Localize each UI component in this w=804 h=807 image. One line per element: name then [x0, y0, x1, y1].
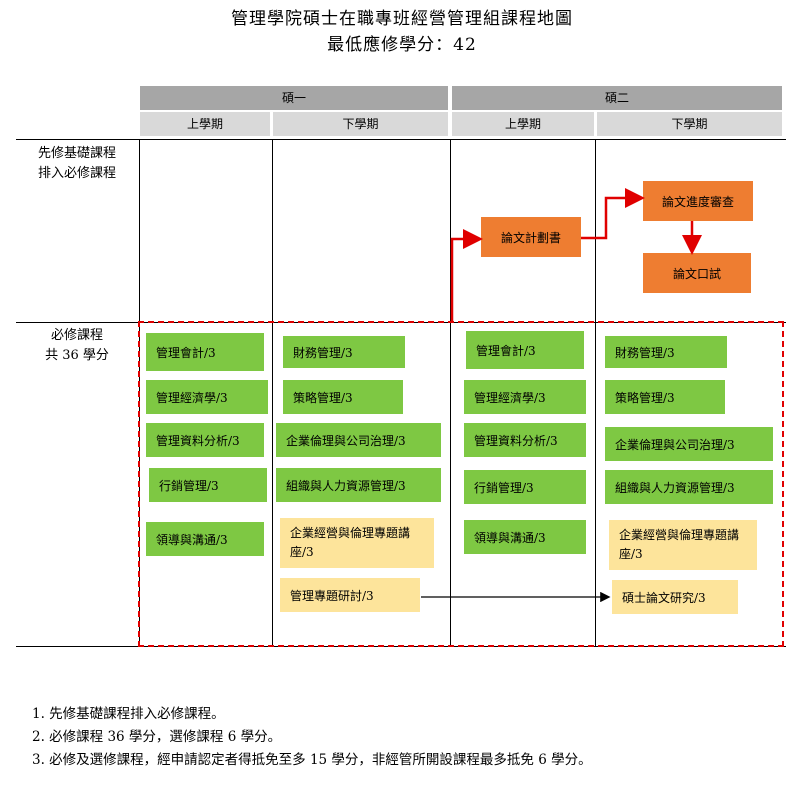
semester-header-y2s2: 下學期 [597, 112, 782, 136]
grid-col-line-4 [595, 139, 596, 647]
course-y1s2-seminar: 管理專題研討/3 [280, 578, 420, 612]
grid-col-line-2 [272, 139, 273, 647]
course-y2s2-ethics-lecture: 企業經營與倫理專題講座/3 [609, 520, 757, 570]
course-y1s2-ethics-lecture: 企業經營與倫理專題講座/3 [280, 518, 434, 568]
course-y1s1-mgmt-economics: 管理經濟學/3 [146, 380, 268, 414]
course-y2s2-ethics-governance: 企業倫理與公司治理/3 [605, 427, 773, 461]
note-item-3: 3. 必修及選修課程，經申請認定者得抵免至多 15 學分，非經管所開設課程最多抵… [32, 752, 592, 768]
thesis-progress-box: 論文進度審查 [643, 181, 753, 221]
course-y1s1-mgmt-accounting: 管理會計/3 [146, 333, 264, 371]
row-label-prereq: 先修基礎課程 排入必修課程 [16, 144, 138, 184]
course-y2s1-data-analysis: 管理資料分析/3 [464, 423, 586, 457]
course-y1s2-ethics-governance: 企業倫理與公司治理/3 [276, 423, 441, 457]
course-y2s2-thesis-research: 碩士論文研究/3 [612, 580, 738, 614]
arrow-to-thesis-progress [581, 188, 645, 240]
thesis-oral-box: 論文口試 [643, 253, 751, 293]
course-y1s1-marketing: 行銷管理/3 [149, 468, 267, 502]
semester-header-y2s1: 上學期 [452, 112, 594, 136]
note-item-1: 1. 先修基礎課程排入必修課程。 [32, 706, 225, 722]
page-subtitle: 最低應修學分：42 [327, 35, 477, 55]
row-label-prereq-line2: 排入必修課程 [37, 166, 116, 181]
row-label-required-line1: 必修課程 [50, 328, 103, 343]
semester-header-y1s1: 上學期 [140, 112, 270, 136]
course-y2s1-mgmt-economics: 管理經濟學/3 [464, 380, 586, 414]
course-y1s2-hr-management: 組織與人力資源管理/3 [276, 468, 441, 502]
grid-col-line-3 [450, 139, 451, 647]
course-y1s1-data-analysis: 管理資料分析/3 [146, 423, 264, 457]
course-y2s1-leadership: 領導與溝通/3 [464, 520, 586, 554]
arrow-to-thesis-plan [450, 229, 483, 321]
row-label-required-line2: 共 36 學分 [45, 348, 109, 363]
row-label-prereq-line1: 先修基礎課程 [37, 146, 116, 161]
year-header-2: 碩二 [452, 86, 782, 110]
year-header-1: 碩一 [140, 86, 448, 110]
course-y1s2-finance: 財務管理/3 [283, 336, 405, 368]
note-item-2: 2. 必修課程 36 學分，選修課程 6 學分。 [32, 729, 282, 745]
course-y1s2-strategy: 策略管理/3 [283, 380, 403, 414]
notes-list: 1. 先修基礎課程排入必修課程。 2. 必修課程 36 學分，選修課程 6 學分… [32, 703, 592, 772]
course-y2s1-marketing: 行銷管理/3 [464, 470, 586, 504]
course-y2s2-finance: 財務管理/3 [605, 336, 727, 368]
course-y2s2-strategy: 策略管理/3 [605, 380, 725, 414]
page-title: 管理學院碩士在職專班經營管理組課程地圖 [231, 9, 573, 29]
course-y2s2-hr-management: 組織與人力資源管理/3 [605, 470, 773, 504]
grid-line-top [16, 139, 786, 140]
row-label-required: 必修課程 共 36 學分 [16, 326, 138, 366]
thesis-plan-box: 論文計劃書 [481, 217, 581, 257]
course-y2s1-mgmt-accounting: 管理會計/3 [466, 331, 584, 369]
semester-header-y1s2: 下學期 [273, 112, 448, 136]
required-courses-region [138, 321, 784, 647]
course-y1s1-leadership: 領導與溝通/3 [146, 522, 264, 556]
